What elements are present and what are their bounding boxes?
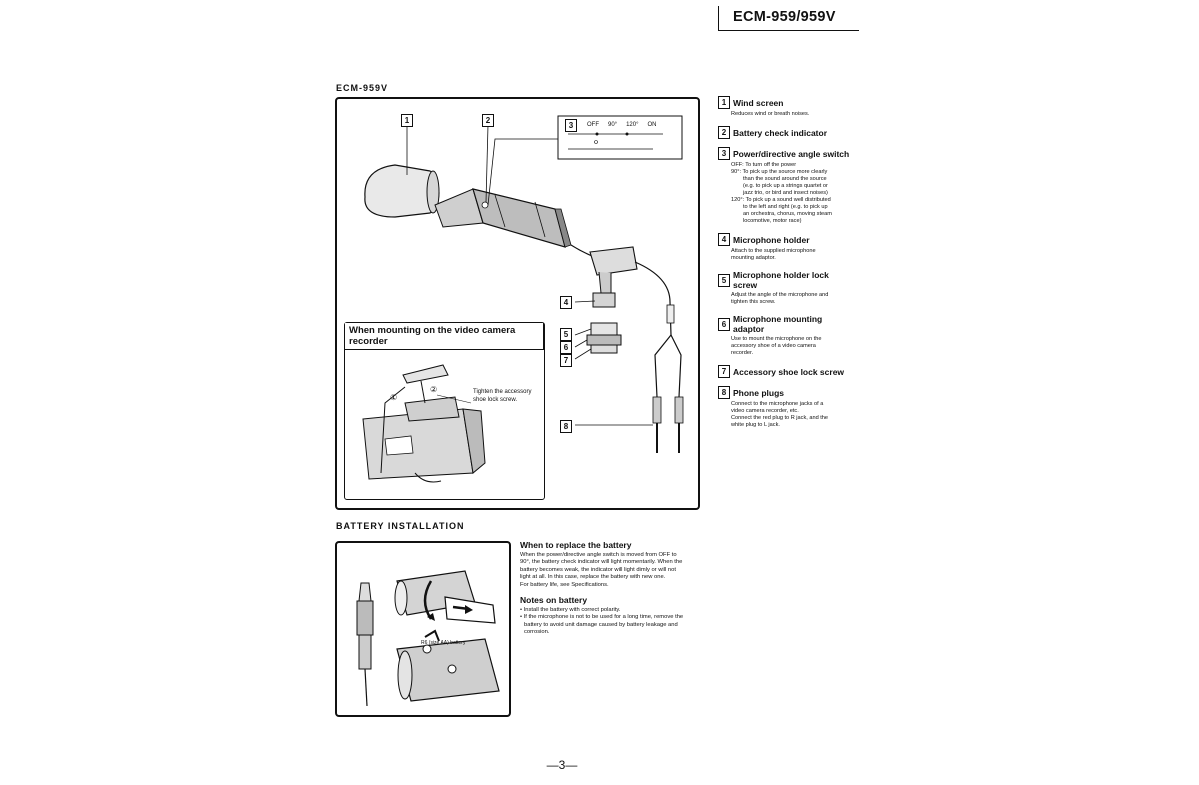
step-mark-2: ②	[430, 385, 438, 394]
legend-num: 2	[718, 126, 730, 139]
switch-off-label: OFF	[587, 122, 599, 128]
legend-num: 3	[718, 147, 730, 160]
replace-title: When to replace the battery	[520, 540, 632, 550]
legend-title: Wind screen	[733, 97, 784, 108]
mounting-inset: When mounting on the video camera record…	[344, 322, 545, 500]
legend-desc-line: than the sound around the source	[743, 176, 827, 182]
main-figure-frame	[335, 97, 700, 510]
legend-num: 7	[718, 365, 730, 378]
legend-title: Microphone holder	[733, 234, 810, 245]
legend-desc-line: locomotive, motor race)	[743, 218, 802, 224]
legend-num: 5	[718, 273, 730, 287]
legend-desc-line: to the left and right (e.g. to pick up	[743, 204, 828, 210]
section-title-ecm959v: ECM-959V	[336, 83, 389, 93]
switch-120-label: 120°	[626, 122, 639, 128]
replace-line: light at all. In this case, replace the …	[520, 574, 666, 581]
legend-title: Microphone holder lock screw	[733, 270, 829, 290]
model-title: ECM-959/959V	[733, 9, 836, 25]
page-number: —3—	[546, 758, 578, 772]
replace-line: For battery life, see Specifications.	[520, 581, 609, 588]
legend-desc-line: Adjust the angle of the microphone and	[731, 292, 829, 298]
holder-drawing	[589, 246, 638, 294]
notes-line: corrosion.	[524, 629, 550, 636]
callout-1: 1	[401, 114, 413, 127]
callout-7: 7	[560, 354, 572, 367]
camera-recorder-illustration	[362, 364, 486, 483]
legend-num: 8	[718, 386, 730, 399]
mounting-caption: Tighten the accessory shoe lock screw.	[473, 389, 532, 403]
section-title-battery: BATTERY INSTALLATION	[336, 521, 465, 531]
microphone-body-drawing	[434, 188, 572, 248]
notes-line: battery to avoid unit damage caused by b…	[524, 621, 678, 628]
notes-title: Notes on battery	[520, 595, 588, 606]
legend-desc-line: 120°: To pick up a sound well distribute…	[731, 197, 831, 203]
battery-label: R6 (size AA) battery	[421, 640, 466, 646]
legend-desc-line: accessory shoe of a video camera	[731, 343, 816, 349]
step-mark-1: ①	[390, 393, 398, 402]
legend-desc-line: mounting adaptor.	[731, 255, 776, 261]
wind-screen-drawing	[364, 164, 440, 218]
callout-5: 5	[560, 328, 572, 341]
callout-4: 4	[560, 296, 572, 309]
legend-desc-line: video camera recorder, etc.	[731, 408, 799, 414]
replace-line: When the power/directive angle switch is…	[520, 552, 677, 558]
legend-title: Power/directive angle switch	[733, 148, 850, 159]
legend-desc-line: Attach to the supplied microphone	[731, 248, 816, 254]
legend-title: Microphone mounting adaptor	[733, 314, 823, 334]
legend-num: 4	[718, 233, 730, 246]
model-header: ECM-959/959V	[718, 6, 859, 31]
legend-desc-line: 90°: To pick up the source more clearly	[731, 169, 828, 175]
legend-desc-line: OFF: To turn off the power	[731, 162, 797, 168]
switch-90-label: 90°	[608, 122, 618, 128]
switch-on-label: ON	[647, 122, 657, 128]
callout-6: 6	[560, 341, 572, 354]
legend-num: 6	[718, 317, 730, 331]
switch-labels: OFF 90° 120° ON	[587, 122, 657, 128]
replace-line: 90°, the battery check indicator will li…	[520, 559, 683, 566]
legend-desc-line: Reduces wind or breath noises.	[731, 111, 810, 117]
notes-body: • Install the battery with correct polar…	[520, 607, 702, 637]
notes-line: • If the microphone is not to be used fo…	[520, 614, 684, 621]
mounting-inset-title: When mounting on the video camera record…	[345, 323, 544, 350]
legend-title: Battery check indicator	[733, 127, 828, 138]
legend-desc-line: Connect the red plug to R jack, and the	[731, 415, 829, 421]
legend-desc-line: an orchestra, chorus, moving steam	[743, 211, 832, 217]
callout-2: 2	[482, 114, 494, 127]
battery-illustration	[356, 570, 500, 707]
replace-line: battery becomes weak, the indicator will…	[520, 566, 676, 573]
callout-8: 8	[560, 420, 572, 433]
legend-desc-line: jazz trio, or bird and insect noises)	[743, 190, 828, 196]
legend-title: Accessory shoe lock screw	[733, 366, 845, 377]
legend-title: Phone plugs	[733, 387, 784, 398]
battery-figure-frame	[335, 541, 511, 717]
legend-desc-line: white plug to L jack.	[731, 422, 780, 428]
legend-desc-line: Connect to the microphone jacks of a	[731, 401, 824, 407]
adaptor-drawing	[586, 292, 622, 354]
battery-text: When to replace the battery When the pow…	[520, 540, 702, 637]
legend-desc-line: Use to mount the microphone on the	[731, 336, 822, 342]
replace-body: When the power/directive angle switch is…	[520, 552, 702, 589]
notes-line: • Install the battery with correct polar…	[520, 607, 621, 614]
microphone-illustration	[364, 115, 684, 453]
legend-desc-line: tighten this screw.	[731, 299, 776, 305]
phone-plugs-drawing	[652, 396, 684, 453]
callout-3: 3	[565, 119, 577, 132]
legend-num: 1	[718, 96, 730, 109]
legend-desc-line: (e.g. to pick up a strings quartet or	[743, 183, 828, 189]
legend-desc-line: recorder.	[731, 350, 754, 356]
